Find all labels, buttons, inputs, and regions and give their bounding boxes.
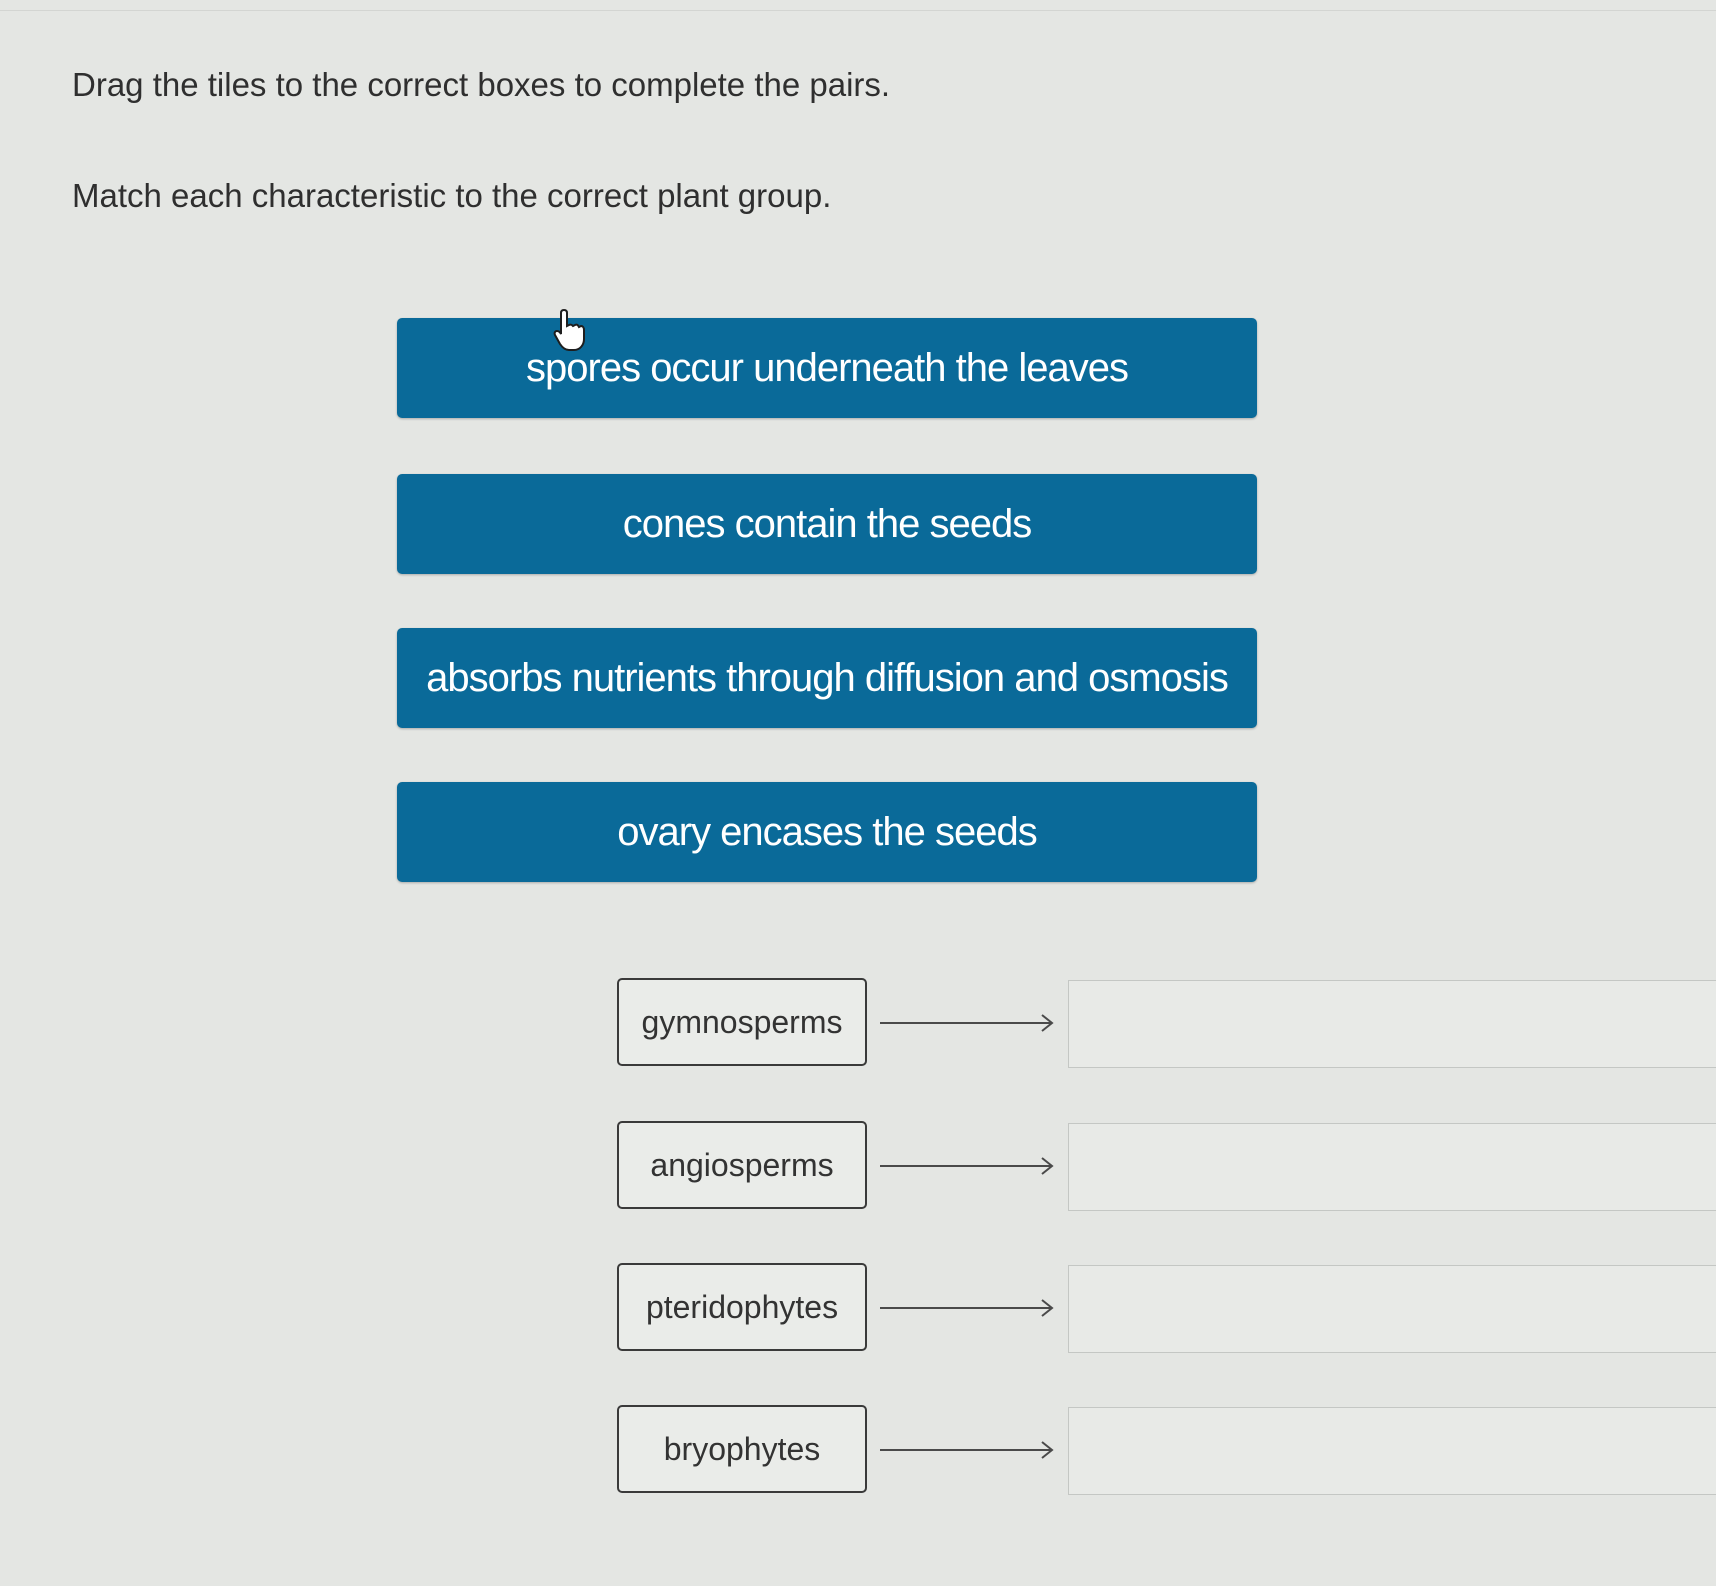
drop-box-bryophytes[interactable] <box>1068 1407 1716 1495</box>
drop-box-gymnosperms[interactable] <box>1068 980 1716 1068</box>
arrow-right-icon <box>880 1441 1054 1459</box>
group-label-angiosperms: angiosperms <box>617 1121 867 1209</box>
pair-row-angiosperms: angiosperms <box>0 1121 1716 1213</box>
tile-cones-contain-seeds[interactable]: cones contain the seeds <box>397 474 1257 574</box>
drop-box-pteridophytes[interactable] <box>1068 1265 1716 1353</box>
instruction-drag: Drag the tiles to the correct boxes to c… <box>72 66 891 103</box>
arrow-right-icon <box>880 1299 1054 1317</box>
tile-ovary-encases-seeds[interactable]: ovary encases the seeds <box>397 782 1257 882</box>
hand-pointer-icon <box>553 308 585 351</box>
arrow-right-icon <box>880 1157 1054 1175</box>
pair-row-pteridophytes: pteridophytes <box>0 1263 1716 1355</box>
group-label-gymnosperms: gymnosperms <box>617 978 867 1066</box>
tile-absorbs-nutrients[interactable]: absorbs nutrients through diffusion and … <box>397 628 1257 728</box>
drop-box-angiosperms[interactable] <box>1068 1123 1716 1211</box>
top-divider <box>0 10 1716 11</box>
tile-spores-underneath-leaves[interactable]: spores occur underneath the leaves <box>397 318 1257 418</box>
group-label-pteridophytes: pteridophytes <box>617 1263 867 1351</box>
arrow-right-icon <box>880 1014 1054 1032</box>
group-label-bryophytes: bryophytes <box>617 1405 867 1493</box>
pair-row-gymnosperms: gymnosperms <box>0 978 1716 1070</box>
instruction-match: Match each characteristic to the correct… <box>72 177 832 214</box>
pair-row-bryophytes: bryophytes <box>0 1405 1716 1497</box>
